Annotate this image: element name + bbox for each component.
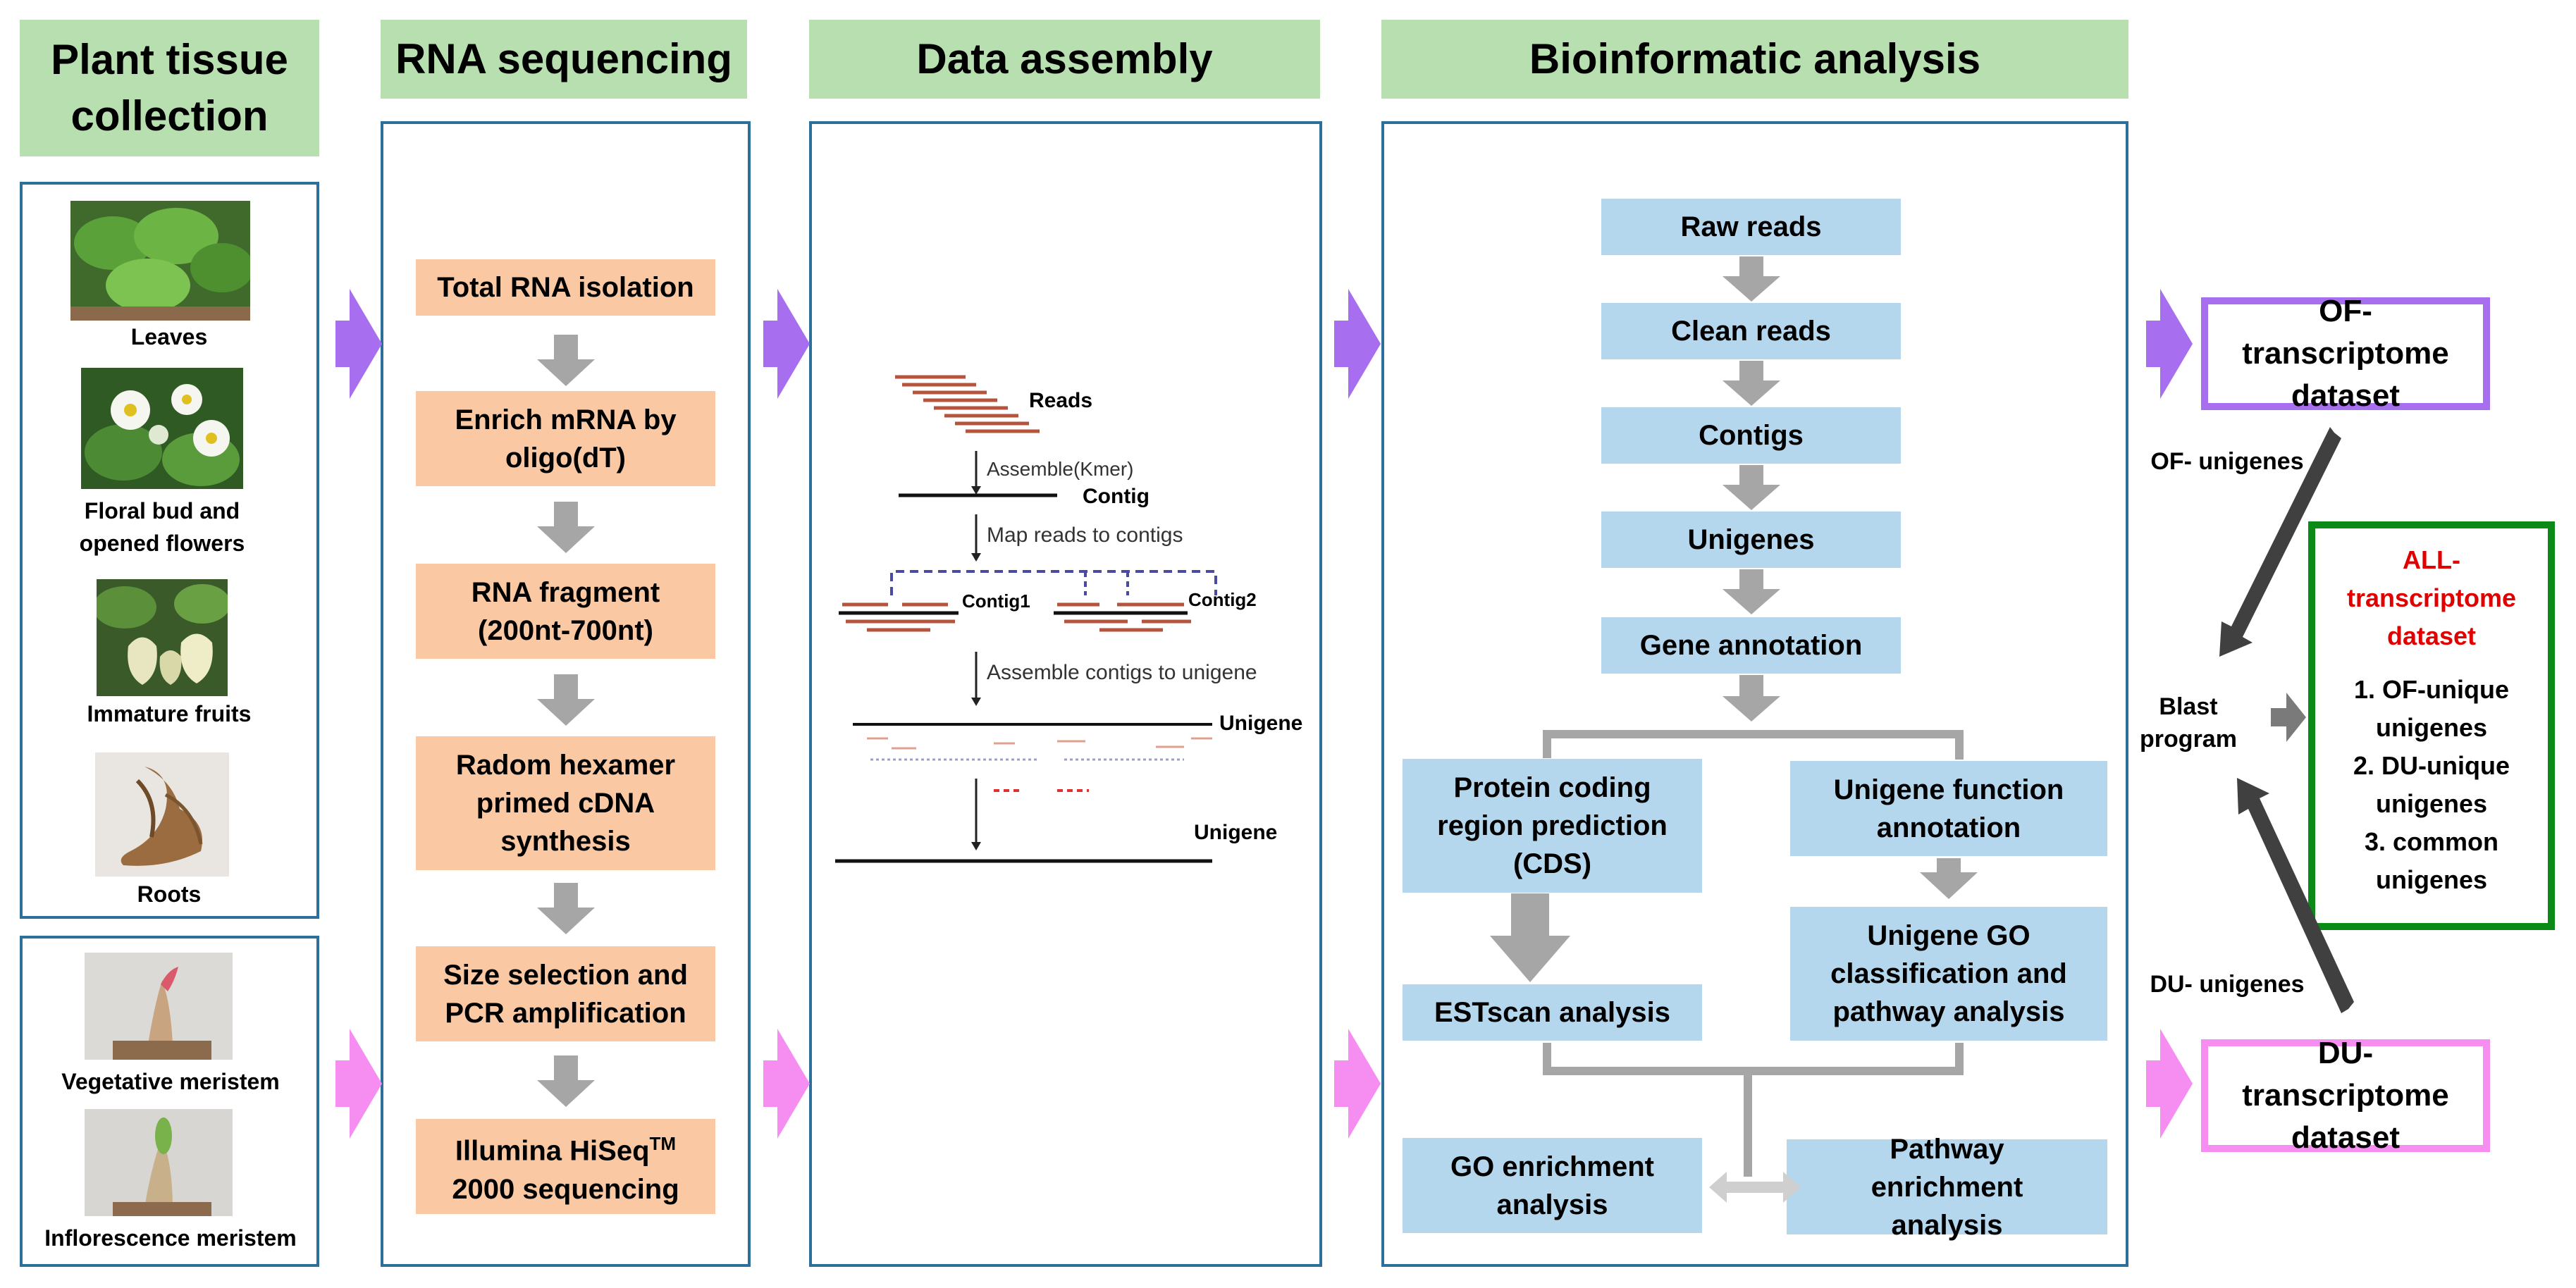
illumina-text: Illumina HiSeq: [455, 1135, 650, 1167]
stage-arrow-4-top: [2146, 289, 2193, 399]
rna-step-radom-hexamer: Radom hexamer primed cDNA synthesis: [416, 736, 715, 870]
of-to-blast-arrow: [2219, 427, 2341, 657]
bio-raw-reads: Raw reads: [1601, 199, 1901, 255]
rna-step-size-selection: Size selection and PCR amplification: [416, 946, 715, 1041]
all-item-3: 3. common unigenes: [2364, 827, 2499, 894]
bio-contigs: Contigs: [1601, 407, 1901, 464]
bio-go-enrichment: GO enrichment analysis: [1403, 1138, 1702, 1233]
du-to-blast-arrow: [2237, 778, 2354, 1013]
bio-gene-annotation: Gene annotation: [1601, 617, 1901, 674]
flow-arrow-heads: [971, 486, 981, 850]
caption-roots: Roots: [137, 881, 202, 907]
roots-photo: [95, 753, 229, 877]
all-item-1: 1. OF-unique unigenes: [2354, 675, 2509, 742]
all-dataset-title: ALL- transcriptome dataset: [2346, 545, 2517, 650]
of-unigenes-label: OF- unigenes: [2150, 448, 2304, 475]
flowers-photo: [81, 368, 243, 489]
of-transcriptome-dataset: OF- transcriptome dataset: [2201, 294, 2490, 413]
caption-immature-fruits: Immature fruits: [87, 701, 252, 726]
all-item-2: 2. DU-unique unigenes: [2353, 751, 2510, 818]
assembly-unigene1-label: Unigene: [1219, 712, 1303, 735]
assembly-reads-label: Reads: [1029, 389, 1093, 412]
rna-step-enrich-mrna: Enrich mRNA by oligo(dT): [416, 391, 715, 486]
caption-leaves: Leaves: [130, 324, 208, 349]
trademark-sup: TM: [649, 1133, 677, 1155]
rna-down-arrows: [537, 335, 595, 1107]
immature-fruits-photo: [97, 579, 228, 696]
header-bioinformatic-analysis: Bioinformatic analysis: [1381, 20, 2128, 99]
sequencing-line: 2000 sequencing: [452, 1173, 679, 1205]
assembly-contigs-to-unigene-label: Assemble contigs to unigene: [987, 661, 1257, 684]
stage-arrows-top: [335, 289, 2193, 399]
stage-arrow-1-top: [335, 289, 382, 399]
blast-program-label: Blast program: [2140, 693, 2237, 753]
stage-arrow-4-bottom: [2146, 1029, 2193, 1139]
bio-connectors: [1543, 730, 1964, 1177]
bio-cds-prediction: Protein coding region prediction (CDS): [1403, 759, 1702, 893]
rna-step-illumina-hiseq: Illumina HiSeqTM 2000 sequencing: [416, 1119, 715, 1214]
inflorescence-meristem-photo: [85, 1109, 233, 1216]
stage-arrow-1-bottom: [335, 1029, 382, 1139]
blast-to-all-arrow: [2271, 693, 2306, 742]
header-plant-tissue: Plant tissue collection: [20, 20, 319, 156]
caption-inflorescence-meristem: Inflorescence meristem: [44, 1225, 297, 1251]
assembly-contig1-label: Contig1: [962, 590, 1030, 612]
bio-unigene-function: Unigene function annotation: [1790, 761, 2107, 856]
caption-flowers: Floral bud and opened flowers: [79, 498, 245, 556]
bio-estscan: ESTscan analysis: [1403, 984, 1702, 1041]
reads-lines: [895, 375, 1040, 433]
assembly-kmer-label: Assemble(Kmer): [987, 458, 1134, 480]
assembly-map-reads-label: Map reads to contigs: [987, 524, 1183, 547]
stage-arrow-3-bottom: [1334, 1029, 1381, 1139]
assembly-unigene2-label: Unigene: [1194, 821, 1278, 844]
assembly-contig-label: Contig: [1083, 485, 1150, 508]
rna-step-total-rna-isolation: Total RNA isolation: [416, 259, 715, 316]
dataset-flow-arrows: [2219, 427, 2354, 1013]
leaves-photo: [70, 201, 250, 321]
bio-go-classification: Unigene GO classification and pathway an…: [1790, 907, 2107, 1041]
bio-clean-reads: Clean reads: [1601, 303, 1901, 359]
contig-reads: [842, 602, 1191, 632]
stage-arrow-3-top: [1334, 289, 1381, 399]
header-data-assembly: Data assembly: [809, 20, 1320, 99]
bio-unigenes: Unigenes: [1601, 512, 1901, 568]
bio-down-arrows: [1490, 256, 1978, 982]
header-rna-sequencing: RNA sequencing: [381, 20, 747, 99]
stage-arrow-2-bottom: [763, 1029, 810, 1139]
du-transcriptome-dataset: DU- transcriptome dataset: [2201, 1036, 2490, 1155]
assembly-contig2-label: Contig2: [1188, 589, 1257, 610]
caption-vegetative-meristem: Vegetative meristem: [61, 1069, 280, 1094]
du-unigenes-label: DU- unigenes: [2150, 971, 2305, 998]
all-transcriptome-dataset: ALL- transcriptome dataset 1. OF-unique …: [2308, 521, 2555, 930]
rna-step-rna-fragment: RNA fragment (200nt-700nt): [416, 564, 715, 659]
unigene-faint-reads: [867, 737, 1212, 750]
illumina-line: Illumina HiSeqTM: [455, 1125, 676, 1170]
assembly-drawing: [835, 375, 1217, 863]
bio-bidirectional-arrow: [1709, 1172, 1801, 1203]
vegetative-meristem-photo: [85, 953, 233, 1060]
panel-assembly: [809, 121, 1322, 1267]
stage-arrows-bottom: [335, 1029, 2193, 1139]
stage-arrow-2-top: [763, 289, 810, 399]
